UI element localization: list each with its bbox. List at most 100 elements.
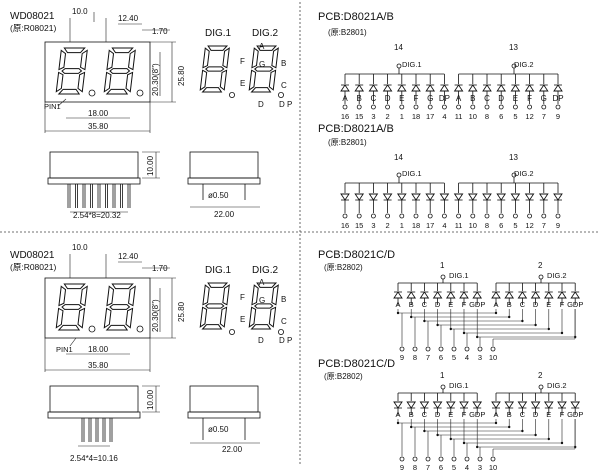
- pin-number: 15: [355, 221, 363, 230]
- lead-diameter: ø0.50: [208, 191, 229, 200]
- segment-label: A: [493, 300, 498, 309]
- front-package-outline: [44, 41, 151, 103]
- led-diode: [419, 291, 430, 299]
- pin-number: 8: [413, 353, 417, 362]
- led-diode: [472, 291, 483, 299]
- segment-c: [125, 307, 134, 329]
- led-diode: [538, 193, 549, 201]
- front-digit-2: [103, 283, 136, 331]
- led-diode: [510, 84, 521, 92]
- pin-number: 10: [489, 353, 497, 362]
- led-diode: [459, 291, 469, 299]
- segment-label: E: [399, 94, 404, 103]
- common-pin-2: 13: [509, 153, 518, 162]
- pin-number: 10: [469, 221, 477, 230]
- led-diode: [393, 401, 403, 409]
- led-diode: [570, 291, 581, 299]
- led-diode: [543, 291, 554, 299]
- pin-terminal: [385, 213, 391, 219]
- segment-label: A: [395, 300, 400, 309]
- pin-number: 2: [386, 221, 390, 230]
- segment-c: [77, 307, 86, 329]
- segment-label: F: [414, 94, 419, 103]
- segment-label: E: [513, 94, 518, 103]
- segment-label: C: [484, 94, 490, 103]
- segment-d: [250, 87, 272, 93]
- pin-terminal: [356, 104, 362, 110]
- decimal-point: [277, 92, 284, 99]
- led-diode: [340, 84, 350, 92]
- pitch-dimension: 2.54*4=10.16: [70, 454, 118, 463]
- junction-dot: [560, 331, 564, 335]
- group-label-1: DIG.1: [402, 60, 422, 69]
- group-label-2: DIG.2: [547, 271, 567, 280]
- junction-dot: [508, 315, 511, 319]
- segment-a: [63, 47, 86, 54]
- pin-number: 17: [426, 221, 434, 230]
- pin-terminal: [399, 104, 405, 110]
- pin-number: 12: [525, 112, 533, 121]
- seg-c-label: C: [281, 81, 287, 90]
- schematic-subtitle: (原:B2801): [328, 138, 367, 147]
- dim-12-40: 12.40: [118, 14, 139, 23]
- pin-terminal: [413, 104, 419, 110]
- pin-number: 5: [452, 463, 456, 471]
- segment-b: [127, 49, 136, 71]
- pin-terminal: [541, 213, 547, 219]
- segment-d: [57, 324, 81, 331]
- segment-f: [106, 285, 115, 307]
- segment-f: [202, 284, 210, 306]
- front-digit-1: [55, 47, 88, 95]
- segment-label: F: [527, 94, 532, 103]
- led-diode: [411, 193, 421, 201]
- pin-terminal: [342, 104, 348, 110]
- segment-label: C: [371, 94, 377, 103]
- led-diode: [524, 84, 535, 92]
- pin-number: 6: [499, 112, 503, 121]
- pin-terminal: [470, 104, 476, 110]
- segment-d: [105, 88, 129, 95]
- pin-terminal: [513, 104, 518, 110]
- junction-dot: [410, 425, 413, 429]
- segment-label: A: [342, 94, 348, 103]
- common-pin-1: 1: [440, 371, 445, 380]
- common-pin-terminal: [538, 384, 544, 390]
- segment-label: D: [435, 410, 441, 419]
- schematic-d8021ab-common-cathode: PCB:D8021A/B (原:B2801) 14 13 DIG.1 DIG.2…: [318, 123, 563, 230]
- pin-terminal: [370, 213, 376, 219]
- common-pin-1: 14: [394, 153, 403, 162]
- pin-terminal: [356, 213, 362, 219]
- segment-label: D: [533, 300, 539, 309]
- seg-e-label: E: [240, 315, 245, 324]
- pin1-label: PIN1: [56, 345, 73, 354]
- segment-c: [268, 69, 277, 91]
- dim-25-80: 25.80: [177, 65, 186, 86]
- segment-label: A: [395, 410, 400, 419]
- led-diode: [538, 84, 549, 92]
- seg-f-label: F: [240, 293, 245, 302]
- segment-g: [205, 66, 225, 72]
- pin-number: 17: [426, 112, 434, 121]
- seg-g-label: G: [259, 60, 265, 69]
- segment-label: D: [385, 94, 391, 103]
- segment-b: [271, 284, 279, 306]
- pin-number: 6: [439, 353, 443, 362]
- segment-g: [109, 68, 131, 74]
- side-body: [49, 151, 139, 179]
- pin-number: 7: [426, 353, 430, 362]
- junction-dot: [436, 433, 439, 437]
- pin-number: 7: [426, 463, 430, 471]
- dim-35-80: 35.80: [88, 122, 109, 131]
- junction-dot: [476, 335, 479, 339]
- led-diode: [354, 193, 365, 201]
- segment-f: [58, 285, 67, 307]
- led-diode: [459, 401, 469, 409]
- dim-10-00: 10.00: [146, 155, 155, 176]
- segment-g: [61, 304, 83, 310]
- segment-f: [58, 49, 67, 71]
- schematic-title: PCB:D8021C/D: [318, 249, 395, 261]
- segment-e: [55, 71, 64, 93]
- common-pin-2: 2: [538, 261, 543, 270]
- led-diode: [453, 84, 464, 92]
- junction-dot: [534, 433, 537, 437]
